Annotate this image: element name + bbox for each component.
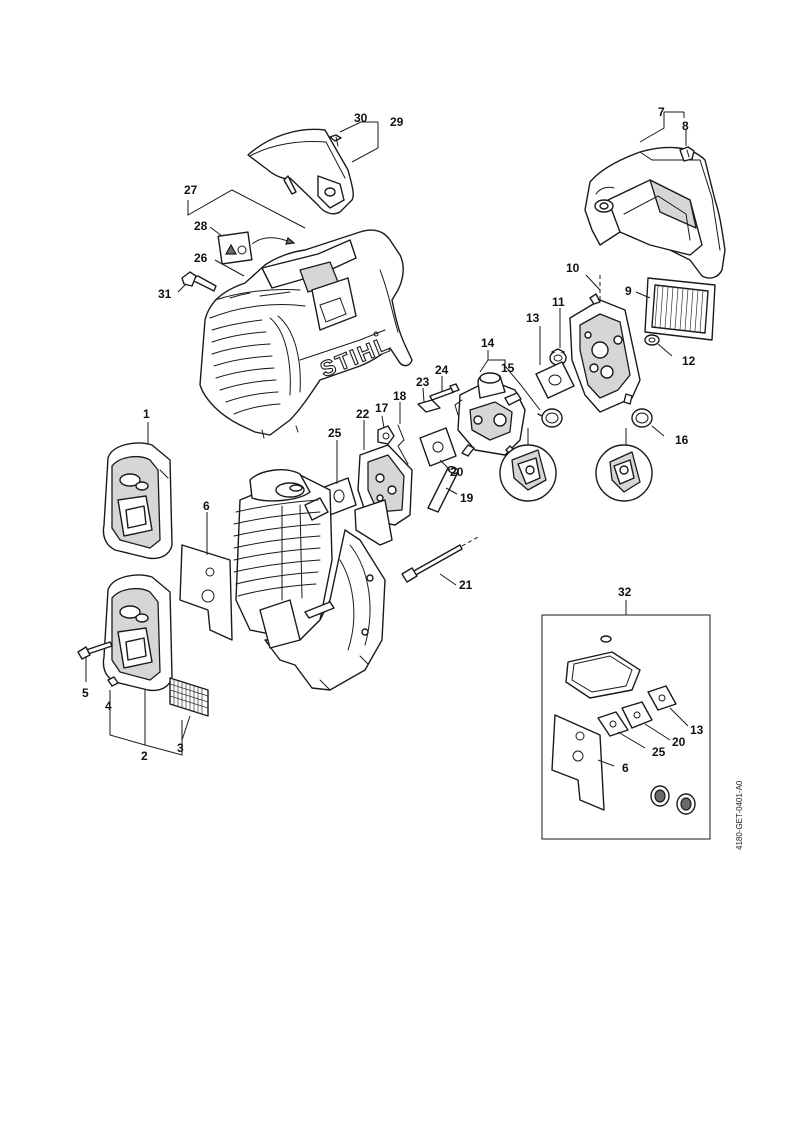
callout-28: 28 xyxy=(194,219,208,233)
long-bolt xyxy=(401,536,479,583)
choke-lever-knob-16 xyxy=(595,408,653,502)
callout-2: 2 xyxy=(141,749,148,763)
choke-lever-knob-15 xyxy=(499,408,563,502)
leader-lines xyxy=(85,111,689,767)
warning-label-sticker xyxy=(217,231,296,265)
callout-7: 7 xyxy=(658,105,665,119)
callout-8: 8 xyxy=(682,119,689,133)
callout-6: 6 xyxy=(203,499,210,513)
engine-crankcase xyxy=(259,529,386,691)
callout-1: 1 xyxy=(143,407,150,421)
callout-20: 20 xyxy=(450,465,464,479)
muffler-screws xyxy=(77,641,119,687)
callout-14: 14 xyxy=(481,336,495,350)
callout-numbers: 1 2 3 4 5 6 7 8 9 10 11 12 13 14 15 16 1… xyxy=(82,105,704,775)
callout-21: 21 xyxy=(459,578,473,592)
top-cover-cap xyxy=(247,128,354,215)
engine-shroud: STIHL xyxy=(199,229,413,439)
muffler-gasket-6 xyxy=(179,544,233,641)
callout-5: 5 xyxy=(82,686,89,700)
callout-9: 9 xyxy=(625,284,632,298)
engine-cylinder xyxy=(233,469,333,641)
callout-32: 32 xyxy=(618,585,632,599)
callout-3: 3 xyxy=(177,741,184,755)
kit-callout-6: 6 xyxy=(622,761,629,775)
air-filter-cover xyxy=(584,146,726,279)
callout-13: 13 xyxy=(526,311,540,325)
callout-24: 24 xyxy=(435,363,449,377)
callout-30: 30 xyxy=(354,111,368,125)
spark-arrestor-screen xyxy=(169,677,209,717)
callout-4: 4 xyxy=(105,699,112,713)
callout-18: 18 xyxy=(393,389,407,403)
callout-16: 16 xyxy=(675,433,689,447)
filter-seal-ring xyxy=(644,334,660,346)
carburetor xyxy=(454,372,526,457)
drawing-code: 4180-GET-0401-A0 xyxy=(735,780,744,850)
gasket-kit-box xyxy=(541,614,711,840)
carburetor-gasket-20 xyxy=(419,427,457,467)
filter-gasket xyxy=(535,361,575,399)
muffler-assembly-1 xyxy=(102,442,173,560)
small-engine-parts xyxy=(354,383,460,546)
kit-callout-13: 13 xyxy=(690,723,704,737)
air-filter-element xyxy=(644,277,716,341)
callout-22: 22 xyxy=(356,407,370,421)
callout-10: 10 xyxy=(566,261,580,275)
filter-base-plate xyxy=(569,293,641,413)
choke-knob xyxy=(549,348,567,366)
callout-23: 23 xyxy=(416,375,430,389)
callout-27: 27 xyxy=(184,183,198,197)
callout-12: 12 xyxy=(682,354,696,368)
callout-26: 26 xyxy=(194,251,208,265)
callout-11: 11 xyxy=(552,295,565,309)
shroud-screw xyxy=(181,271,217,292)
callout-31: 31 xyxy=(158,287,172,301)
callout-29: 29 xyxy=(390,115,404,129)
callout-17: 17 xyxy=(375,401,389,415)
muffler-assembly-2 xyxy=(102,574,173,692)
kit-callout-20: 20 xyxy=(672,735,686,749)
kit-callout-25: 25 xyxy=(652,745,666,759)
callout-15: 15 xyxy=(501,361,515,375)
callout-19: 19 xyxy=(460,491,474,505)
callout-25: 25 xyxy=(328,426,342,440)
